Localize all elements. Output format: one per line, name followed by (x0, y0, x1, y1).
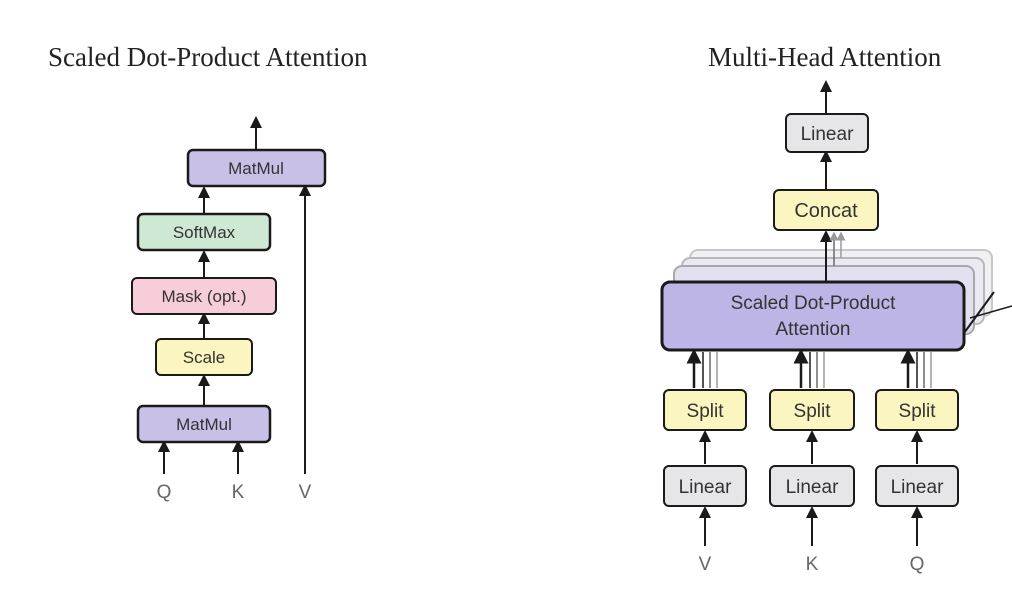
split-q-arrows (900, 348, 932, 388)
mask-label: Mask (opt.) (161, 287, 246, 306)
multi-head-title: Multi-Head Attention (708, 42, 942, 72)
concat-block: Concat (773, 189, 879, 231)
scaled-dot-product-diagram: MatMul SoftMax Mask (opt.) Scale MatMul … (131, 116, 327, 503)
split-v-block: Split (663, 389, 747, 431)
split-v-label: Split (687, 401, 725, 422)
softmax-block: SoftMax (136, 212, 272, 252)
linear-k-block: Linear (769, 465, 855, 507)
split-k-label: Split (794, 401, 832, 422)
linear-q-label: Linear (891, 477, 944, 498)
multi-head-diagram: Scaled Dot-Product Attention Linear Conc… (660, 80, 1012, 575)
scale-block: Scale (155, 338, 253, 376)
linear-q-block: Linear (875, 465, 959, 507)
heads-count-leader (969, 305, 1012, 319)
linear-v-block: Linear (663, 465, 747, 507)
split-k-block: Split (769, 389, 855, 431)
matmul-top-block: MatMul (186, 148, 327, 188)
matmul-top-label: MatMul (228, 159, 284, 178)
mask-block: Mask (opt.) (131, 277, 277, 315)
scaled-dot-product-attention-block: Scaled Dot-Product Attention (660, 280, 966, 352)
concat-label: Concat (794, 200, 858, 222)
split-k-arrows (793, 348, 825, 388)
q-input-label: Q (157, 482, 172, 503)
mha-q-input-label: Q (910, 554, 925, 575)
attention-label-line2: Attention (776, 319, 851, 340)
v-input-label: V (299, 482, 312, 503)
scaled-dot-product-title: Scaled Dot-Product Attention (48, 42, 368, 72)
softmax-label: SoftMax (173, 223, 236, 242)
mha-k-input-label: K (806, 554, 819, 575)
split-v-arrows (686, 348, 718, 388)
attention-label-line1: Scaled Dot-Product (731, 293, 896, 314)
split-q-block: Split (875, 389, 959, 431)
linear-top-label: Linear (801, 124, 854, 145)
linear-k-label: Linear (786, 477, 839, 498)
matmul-bottom-label: MatMul (176, 415, 232, 434)
linear-v-label: Linear (679, 477, 732, 498)
matmul-bottom-block: MatMul (136, 404, 272, 444)
scale-label: Scale (183, 348, 226, 367)
k-input-label: K (232, 482, 245, 503)
split-q-label: Split (899, 401, 937, 422)
mha-v-input-label: V (699, 554, 712, 575)
linear-top-block: Linear (785, 113, 869, 153)
